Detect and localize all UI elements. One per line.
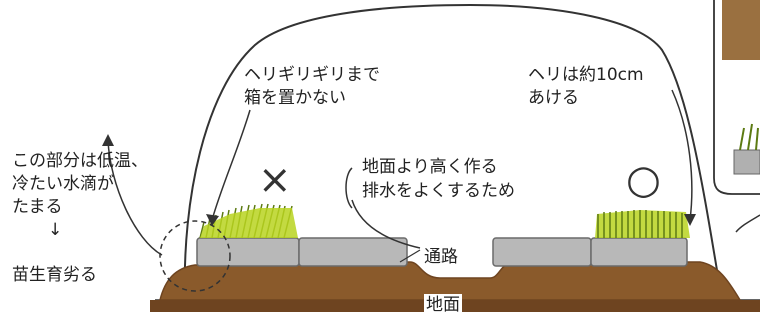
cold-area-circle — [159, 220, 231, 292]
tunnel-cover — [183, 3, 723, 301]
seedlings-right — [597, 210, 683, 238]
good-mark: ○ — [626, 157, 661, 203]
label-margin-1: ヘリは約10cm — [528, 65, 644, 85]
seedling-box-left-1 — [196, 237, 300, 267]
label-growth-poor: 苗生育劣る — [12, 265, 97, 285]
label-raised-1: 地面より高く作る — [362, 157, 498, 177]
label-edge-no-box-2: 箱を置かない — [244, 88, 346, 108]
arrow-cold — [107, 139, 163, 256]
label-raised-2: 排水をよくするため — [362, 181, 515, 201]
arrow-raised — [351, 199, 421, 249]
seedling-box-left-2 — [298, 237, 408, 267]
label-margin-2: あける — [528, 88, 579, 108]
label-cold-3: たまる — [12, 197, 63, 217]
label-edge-no-box-1: ヘリギリギリまで — [244, 65, 380, 85]
callout-bubble — [713, 0, 760, 195]
soil-bed — [159, 261, 742, 301]
path-pointer — [399, 249, 421, 263]
label-cold-2: 冷たい水滴が — [12, 174, 114, 194]
arrow-edge — [211, 109, 251, 221]
label-ground: 地面 — [424, 294, 462, 316]
label-arrow-down: ↓ — [48, 220, 63, 240]
seedlings-right-mass — [595, 210, 690, 238]
seedling-box-right-1 — [492, 237, 592, 267]
label-path: 通路 — [424, 247, 458, 267]
label-cold-1: この部分は低温、 — [12, 151, 148, 171]
seedling-box-right-2 — [590, 237, 688, 267]
seedlings-left-mass — [200, 208, 298, 238]
arrow-margin — [671, 89, 693, 221]
bracket-raised — [345, 167, 353, 209]
bad-mark: × — [258, 157, 292, 203]
